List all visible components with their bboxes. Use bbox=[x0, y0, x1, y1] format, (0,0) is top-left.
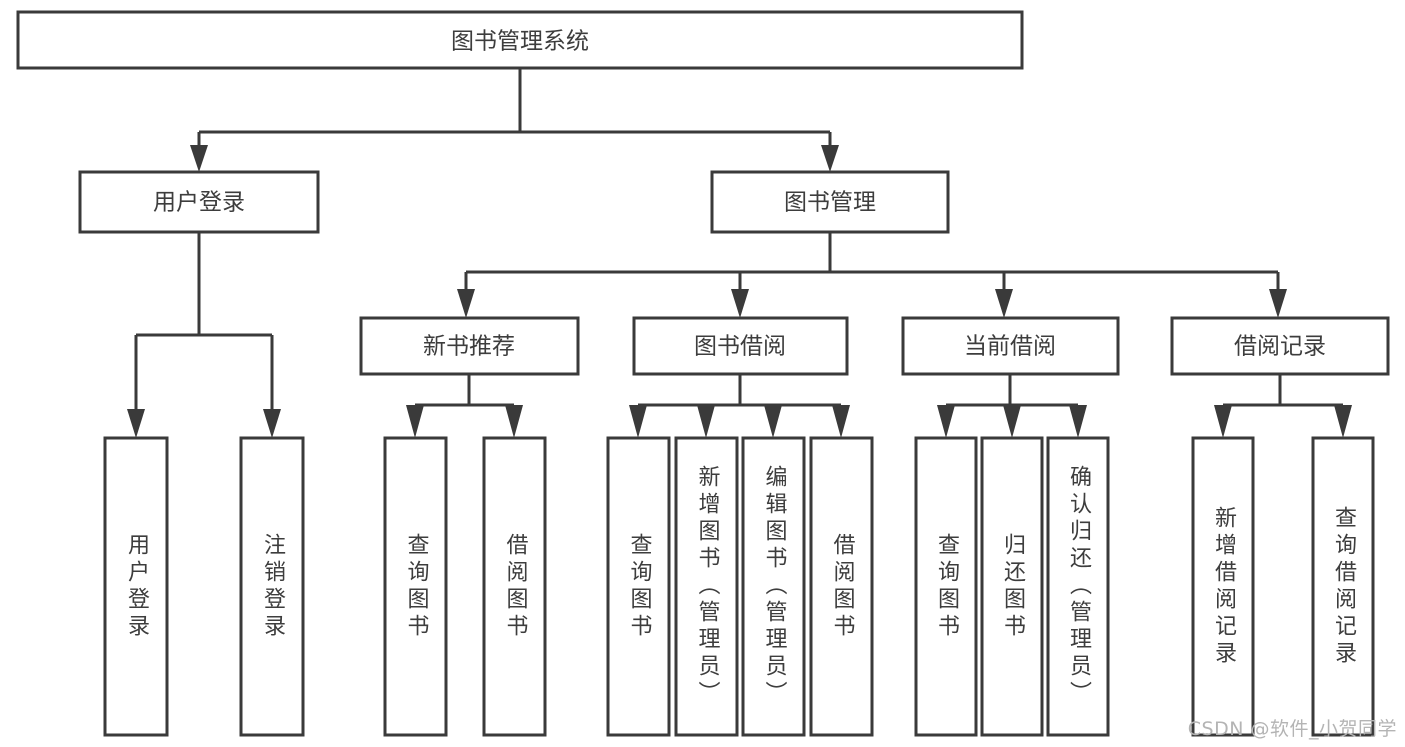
connector-user-login-to-leaves bbox=[127, 232, 281, 438]
arrow-leaf-cb-confirm bbox=[1069, 405, 1087, 438]
leaf-box-bb-query-book[interactable] bbox=[606, 436, 671, 737]
node-new-book-recommend[interactable]: 新书推荐 bbox=[359, 316, 580, 376]
connector-root-to-level2 bbox=[190, 68, 839, 172]
arrow-leaf-bb-query bbox=[629, 405, 647, 438]
user-login-label: 用户登录 bbox=[153, 190, 245, 216]
book-borrow-label: 图书借阅 bbox=[694, 334, 786, 360]
leaf-box-cb-confirm-return[interactable] bbox=[1046, 436, 1110, 737]
node-book-borrow[interactable]: 图书借阅 bbox=[632, 316, 849, 376]
arrow-leaf-br-add bbox=[1214, 405, 1232, 438]
node-book-manage[interactable]: 图书管理 bbox=[710, 170, 950, 234]
new-book-recommend-box[interactable] bbox=[359, 316, 580, 376]
leaf-box-logout[interactable] bbox=[239, 436, 305, 737]
leaf-box-bb-edit-book[interactable] bbox=[741, 436, 806, 737]
book-borrow-box[interactable] bbox=[632, 316, 849, 376]
leaf-box-user-login[interactable] bbox=[103, 436, 169, 737]
root-box[interactable] bbox=[16, 10, 1024, 70]
new-book-recommend-label: 新书推荐 bbox=[423, 334, 515, 360]
connector-borrow-record-to-leaves bbox=[1214, 374, 1352, 438]
arrow-leaf-nb-query bbox=[406, 405, 424, 438]
book-manage-box[interactable] bbox=[710, 170, 950, 234]
borrow-record-box[interactable] bbox=[1170, 316, 1390, 376]
leaf-box-nb-borrow-book[interactable] bbox=[482, 436, 547, 737]
arrow-leaf-logout bbox=[263, 409, 281, 438]
connector-book-borrow-to-leaves bbox=[629, 374, 850, 438]
leaf-box-br-add-record[interactable] bbox=[1191, 436, 1255, 737]
leaf-box-cb-query-book[interactable] bbox=[914, 436, 978, 737]
arrow-new-book bbox=[457, 289, 475, 318]
arrow-book-manage bbox=[821, 145, 839, 172]
leaf-box-nb-query-book[interactable] bbox=[383, 436, 448, 737]
book-manage-label: 图书管理 bbox=[784, 190, 876, 216]
csdn-watermark: CSDN @软件_小贺同学 bbox=[1187, 718, 1397, 740]
arrow-borrow-record bbox=[1269, 289, 1287, 318]
arrow-leaf-user-login bbox=[127, 409, 145, 438]
borrow-record-label: 借阅记录 bbox=[1234, 334, 1326, 360]
arrow-leaf-cb-return bbox=[1003, 405, 1021, 438]
connector-book-manage-to-level3 bbox=[457, 232, 1287, 318]
node-borrow-record[interactable]: 借阅记录 bbox=[1170, 316, 1390, 376]
connector-new-book-to-leaves bbox=[406, 374, 523, 438]
arrow-leaf-bb-borrow bbox=[832, 405, 850, 438]
arrow-leaf-bb-edit bbox=[764, 405, 782, 438]
arrow-user-login bbox=[190, 145, 208, 172]
arrow-leaf-cb-query bbox=[937, 405, 955, 438]
connector-current-borrow-to-leaves bbox=[937, 374, 1087, 438]
arrow-leaf-br-query bbox=[1334, 405, 1352, 438]
arrow-current-borrow bbox=[995, 289, 1013, 318]
node-user-login[interactable]: 用户登录 bbox=[78, 170, 320, 234]
node-root[interactable]: 图书管理系统 bbox=[16, 10, 1024, 70]
arrow-leaf-nb-borrow bbox=[505, 405, 523, 438]
current-borrow-box[interactable] bbox=[901, 316, 1120, 376]
leaf-box-cb-return-book[interactable] bbox=[980, 436, 1044, 737]
root-label: 图书管理系统 bbox=[451, 29, 589, 55]
arrow-leaf-bb-add bbox=[697, 405, 715, 438]
current-borrow-label: 当前借阅 bbox=[964, 334, 1056, 360]
leaf-box-bb-add-book[interactable] bbox=[674, 436, 739, 737]
leaf-box-br-query-record[interactable] bbox=[1311, 436, 1375, 737]
leaf-box-bb-borrow-book[interactable] bbox=[809, 436, 874, 737]
arrow-book-borrow bbox=[731, 289, 749, 318]
node-current-borrow[interactable]: 当前借阅 bbox=[901, 316, 1120, 376]
